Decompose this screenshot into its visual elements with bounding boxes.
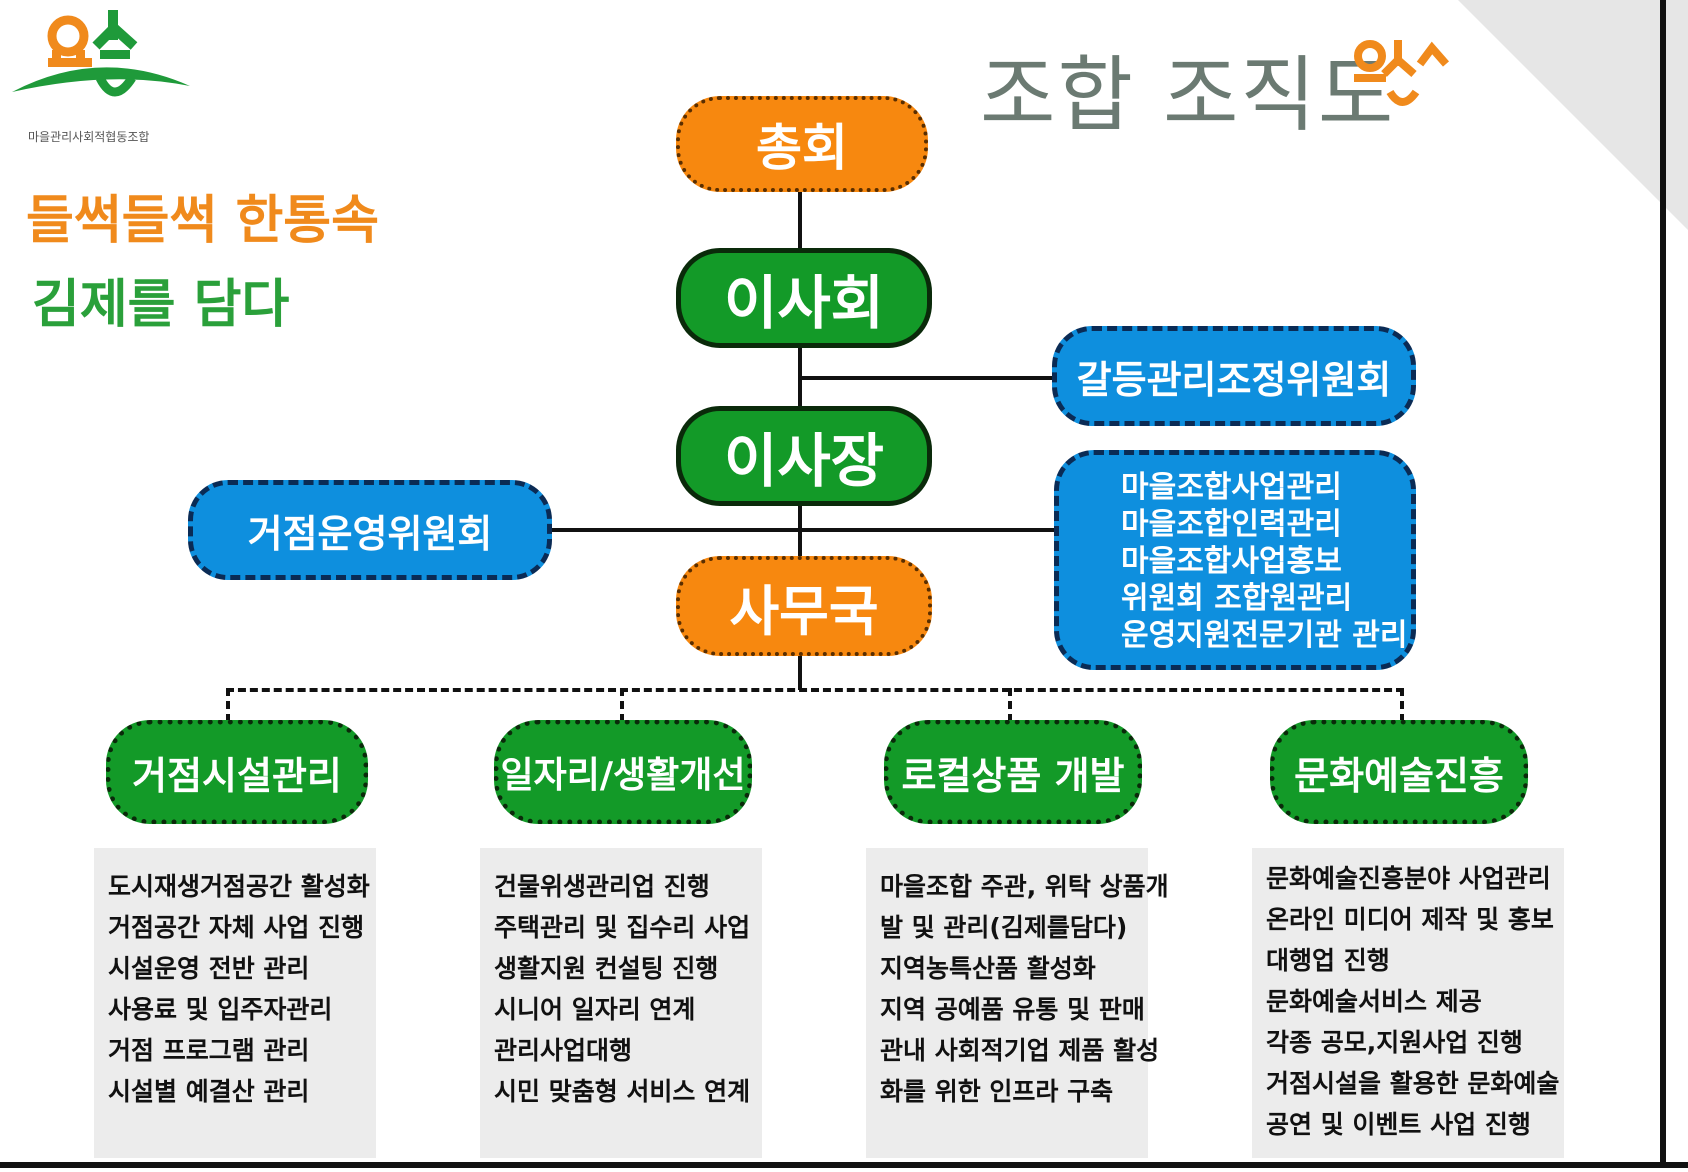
- department-hub-facility: 거점시설관리: [106, 720, 368, 824]
- task-item: 건물위생관리업 진행: [494, 872, 710, 901]
- frame-border-right: [1660, 0, 1666, 1168]
- task-item: 관내 사회적기업 제품 활성: [880, 1036, 1160, 1065]
- department-dashed-drop-2: [620, 688, 624, 722]
- task-item: 각종 공모,지원사업 진행: [1266, 1028, 1523, 1057]
- logo-subtitle: 마을관리사회적협동조합: [28, 130, 150, 144]
- department-local-products: 로컬상품 개발: [884, 720, 1142, 824]
- task-item: 거점공간 자체 사업 진행: [108, 913, 365, 942]
- department-dashed-drop-3: [1008, 688, 1012, 722]
- secretariat-duty-item: 마을조합인력관리: [1121, 507, 1342, 542]
- task-item: 시설별 예결산 관리: [108, 1077, 310, 1106]
- task-item: 문화예술서비스 제공: [1266, 987, 1482, 1016]
- conflict-committee-node: 갈등관리조정위원회: [1052, 326, 1416, 426]
- board-node: 이사회: [676, 248, 932, 348]
- department-tasks-hub-facility: 도시재생거점공간 활성화 거점공간 자체 사업 진행 시설운영 전반 관리 사용…: [94, 848, 376, 1158]
- secretariat-duty-item: 위원회 조합원관리: [1121, 581, 1353, 616]
- task-item: 시설운영 전반 관리: [108, 954, 310, 983]
- secretariat-node: 사무국: [676, 556, 932, 656]
- hub-committee-node: 거점운영위원회: [188, 480, 552, 580]
- task-item: 공연 및 이벤트 사업 진행: [1266, 1110, 1531, 1139]
- department-jobs-living: 일자리/생활개선: [494, 720, 752, 824]
- connector-conflict-committee: [800, 376, 1056, 380]
- general-assembly-node: 총회: [676, 96, 928, 192]
- secretariat-duty-item: 운영지원전문기관 관리: [1121, 618, 1408, 653]
- task-item: 지역농특산품 활성화: [880, 954, 1096, 983]
- chairman-node: 이사장: [676, 406, 932, 506]
- department-culture-arts: 문화예술진흥: [1270, 720, 1528, 824]
- department-tasks-jobs-living: 건물위생관리업 진행 주택관리 및 집수리 사업 생활지원 컨설팅 진행 시니어…: [480, 848, 762, 1158]
- secretariat-duty-item: 마을조합사업홍보: [1121, 544, 1342, 579]
- secretariat-duties-box: 마을조합사업관리 마을조합인력관리 마을조합사업홍보 위원회 조합원관리 운영지…: [1054, 450, 1416, 670]
- smile-logo-icon: [1354, 40, 1450, 106]
- slogan-line-1: 들썩들썩 한통속: [26, 191, 379, 251]
- task-item: 시니어 일자리 연계: [494, 995, 696, 1024]
- task-item: 발 및 관리(김제를담다): [880, 913, 1128, 942]
- frame-border-bottom: [0, 1162, 1688, 1168]
- task-item: 주택관리 및 집수리 사업: [494, 913, 751, 942]
- coop-logo: [12, 10, 190, 97]
- task-item: 대행업 진행: [1266, 946, 1390, 975]
- connector-side-branches: [548, 528, 1058, 532]
- corner-decoration: [1458, 0, 1688, 230]
- task-item: 거점시설을 활용한 문화예술: [1266, 1069, 1560, 1098]
- department-dashed-line: [226, 688, 1404, 692]
- task-item: 문화예술진흥분야 사업관리: [1266, 864, 1551, 893]
- department-dashed-drop-4: [1400, 688, 1404, 722]
- task-item: 관리사업대행: [494, 1036, 633, 1065]
- task-item: 시민 맞춤형 서비스 연계: [494, 1077, 751, 1106]
- task-item: 생활지원 컨설팅 진행: [494, 954, 719, 983]
- secretariat-duty-item: 마을조합사업관리: [1121, 470, 1342, 505]
- task-item: 거점 프로그램 관리: [108, 1036, 310, 1065]
- task-item: 지역 공예품 유통 및 판매: [880, 995, 1145, 1024]
- task-item: 온라인 미디어 제작 및 홍보: [1266, 905, 1554, 934]
- task-item: 도시재생거점공간 활성화: [108, 872, 370, 901]
- department-tasks-culture-arts: 문화예술진흥분야 사업관리 온라인 미디어 제작 및 홍보 대행업 진행 문화예…: [1252, 848, 1564, 1158]
- task-item: 마을조합 주관, 위탁 상품개: [880, 872, 1169, 901]
- task-item: 화를 위한 인프라 구축: [880, 1077, 1114, 1106]
- chart-title: 조합 조직도: [980, 48, 1396, 143]
- slogan-line-2: 김제를 담다: [32, 275, 290, 335]
- task-item: 사용료 및 입주자관리: [108, 995, 333, 1024]
- department-tasks-local-products: 마을조합 주관, 위탁 상품개 발 및 관리(김제를담다) 지역농특산품 활성화…: [866, 848, 1169, 1158]
- department-dashed-drop-1: [226, 688, 230, 722]
